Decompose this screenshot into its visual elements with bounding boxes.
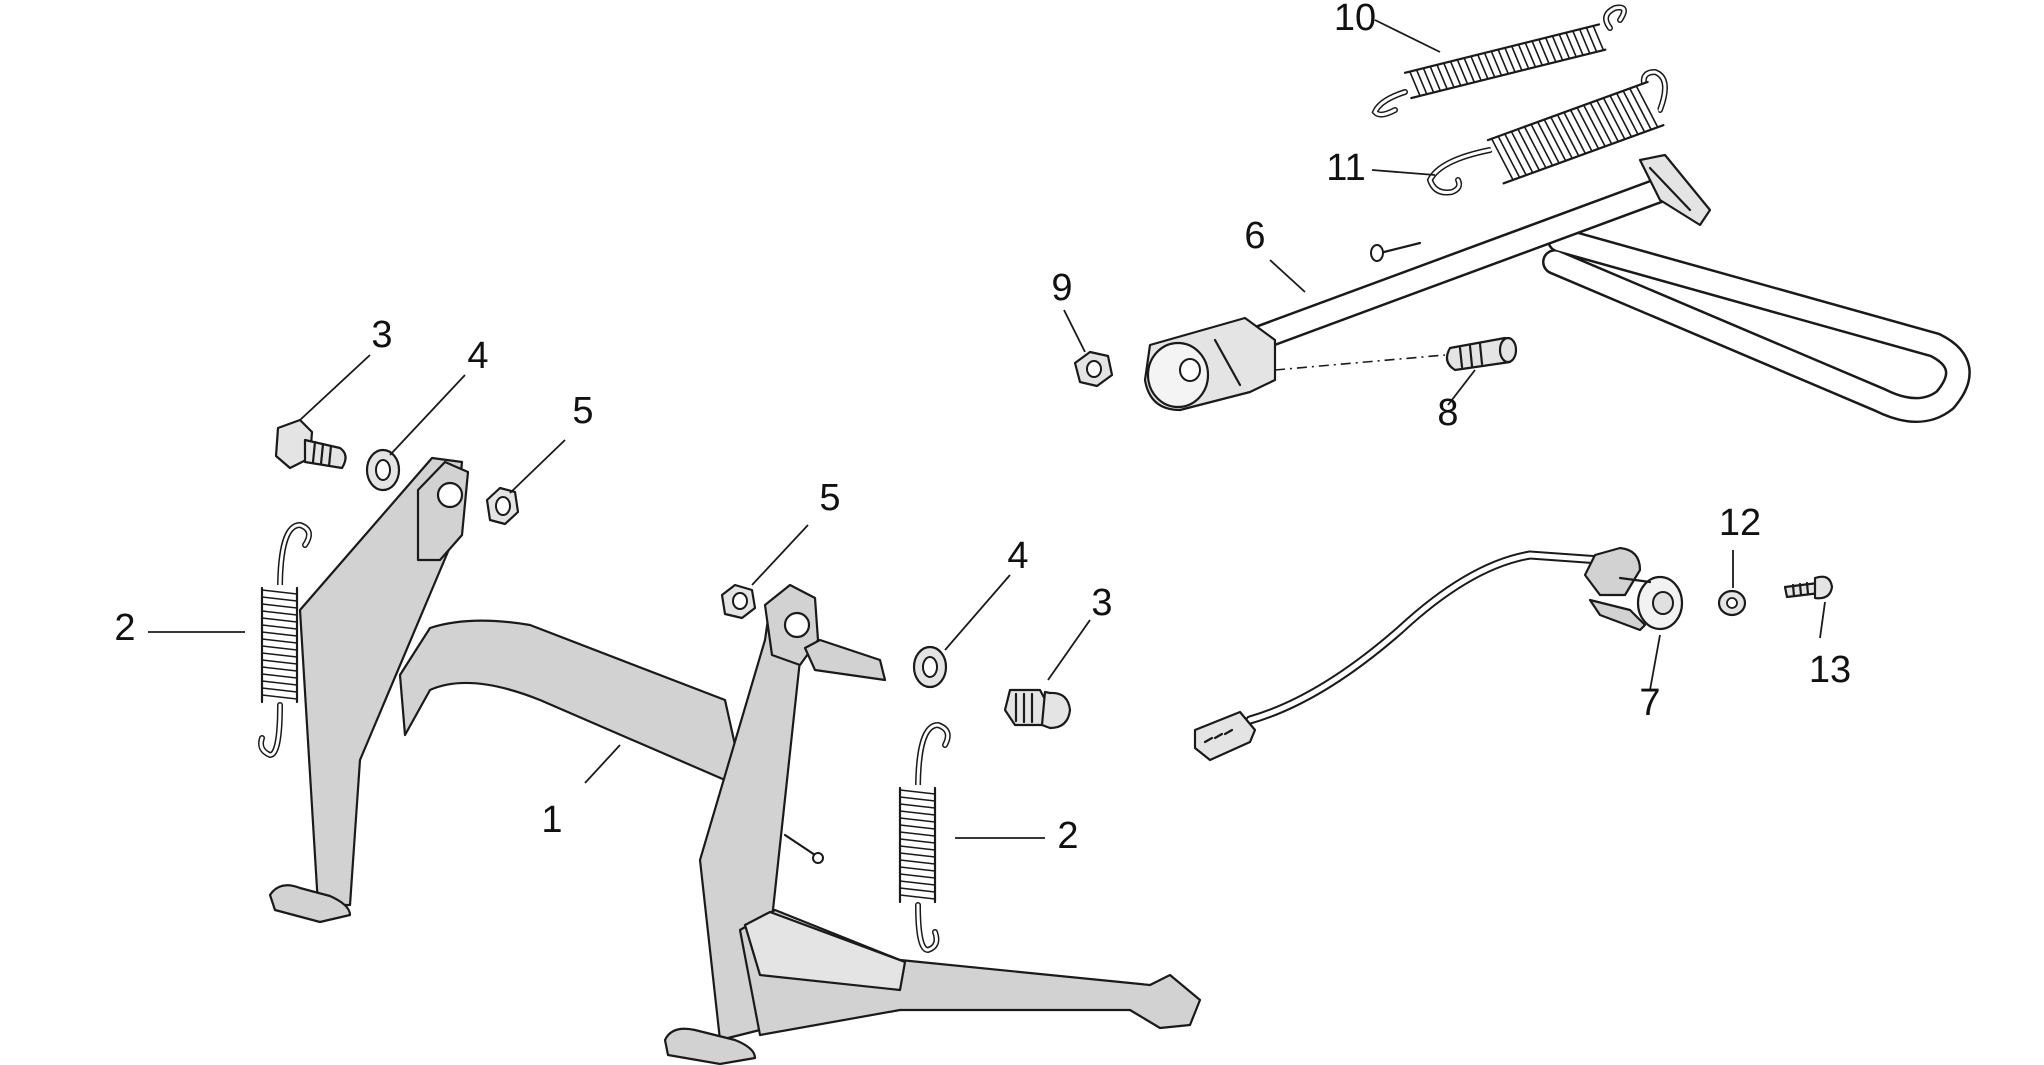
side-stand-switch bbox=[1193, 546, 1684, 762]
callout-3-left: 3 bbox=[371, 314, 392, 356]
callout-11: 11 bbox=[1326, 147, 1365, 189]
screw-13 bbox=[1783, 575, 1834, 600]
pivot-bolt bbox=[1274, 336, 1518, 372]
washer-12 bbox=[1717, 589, 1747, 617]
leader-lines bbox=[148, 19, 1826, 839]
spring-11 bbox=[1426, 68, 1668, 196]
callout-2-left: 2 bbox=[114, 607, 135, 649]
callout-12: 12 bbox=[1719, 502, 1761, 544]
bolt-right bbox=[1003, 688, 1072, 730]
callout-4-left: 4 bbox=[467, 335, 488, 377]
callout-10: 10 bbox=[1334, 0, 1376, 39]
callout-5-left: 5 bbox=[572, 390, 593, 432]
nut-9 bbox=[1073, 350, 1114, 388]
callout-13: 13 bbox=[1809, 649, 1851, 691]
callout-4-right: 4 bbox=[1007, 535, 1028, 577]
center-stand bbox=[268, 456, 1202, 1065]
washer-right bbox=[912, 645, 948, 689]
callout-9: 9 bbox=[1051, 267, 1072, 309]
callout-2-right: 2 bbox=[1057, 815, 1078, 857]
washer-left bbox=[365, 448, 401, 492]
spring-10 bbox=[1371, 4, 1627, 118]
callout-7: 7 bbox=[1639, 682, 1660, 724]
spring-left bbox=[258, 521, 312, 759]
callout-labels: 1 2 2 3 3 4 4 5 5 6 7 8 9 10 11 12 13 bbox=[114, 0, 1851, 857]
callout-1: 1 bbox=[541, 799, 562, 841]
nut-right bbox=[720, 583, 757, 620]
side-stand bbox=[1143, 153, 1971, 423]
spring-right bbox=[898, 721, 951, 954]
callout-6: 6 bbox=[1244, 215, 1265, 257]
nut-left bbox=[485, 486, 520, 526]
callout-8: 8 bbox=[1437, 392, 1458, 434]
callout-5-right: 5 bbox=[819, 477, 840, 519]
bolt-left bbox=[274, 418, 347, 470]
callout-3-right: 3 bbox=[1091, 582, 1112, 624]
